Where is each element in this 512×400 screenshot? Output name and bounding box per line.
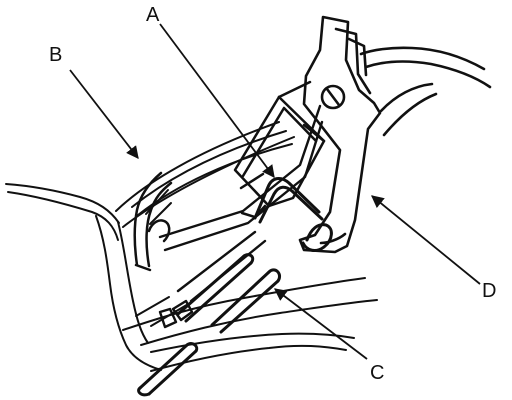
callout-b: B [49, 44, 62, 66]
leader-d [371, 195, 481, 285]
tool-d [298, 15, 492, 254]
callout-c: C [370, 362, 384, 384]
leader-b [69, 69, 139, 159]
vehicle-body-panel [5, 121, 378, 372]
callout-labels: A B C D [49, 4, 496, 384]
clip-a [253, 177, 333, 252]
guide-c [137, 253, 282, 397]
trim-piece [158, 104, 324, 329]
callout-d: D [482, 280, 496, 302]
leader-a [159, 23, 275, 179]
leader-c [273, 288, 368, 360]
leader-lines [69, 23, 481, 360]
callout-a: A [146, 4, 160, 26]
